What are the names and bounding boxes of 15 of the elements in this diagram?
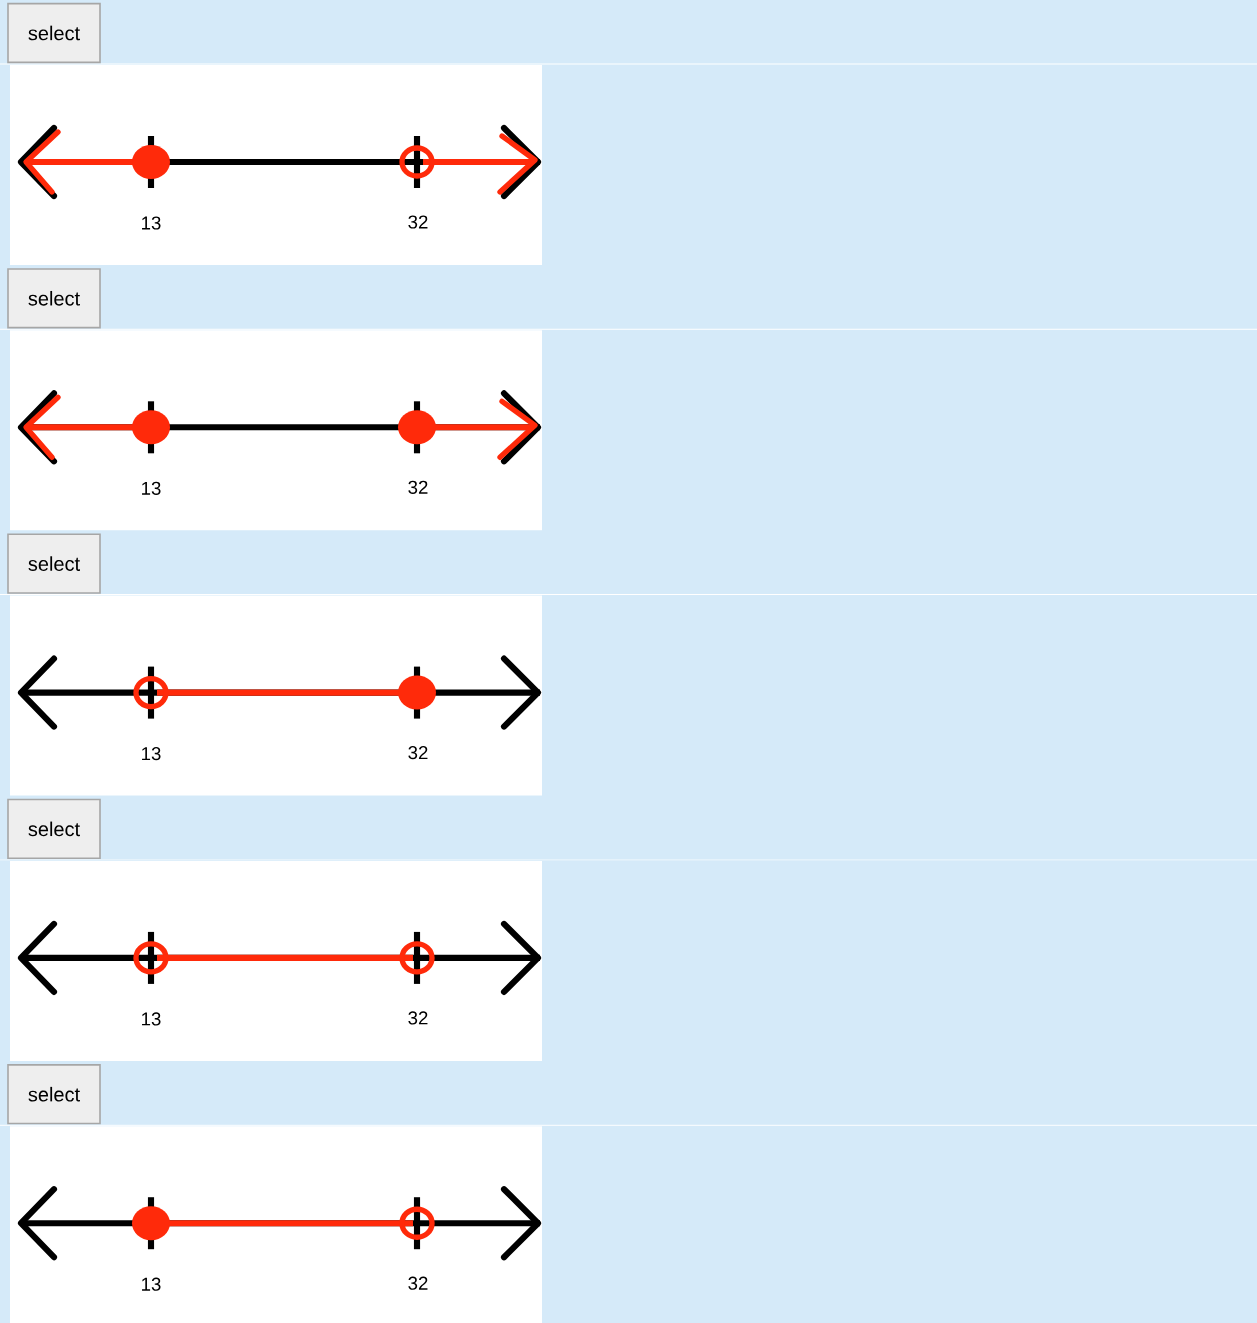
number-label: 13 [142, 747, 161, 761]
select-button: select [7, 2, 101, 64]
number-label: 32 [408, 1276, 428, 1290]
select-button: select [7, 1064, 101, 1125]
number-label: 32 [408, 746, 428, 760]
number-label: 13 [142, 1012, 161, 1026]
number-label: 32 [408, 1011, 428, 1025]
number-label: 32 [408, 215, 428, 229]
select-button: select [7, 533, 101, 594]
number-label: 32 [408, 480, 428, 494]
number-label: 13 [142, 216, 161, 230]
number-label: 13 [142, 481, 161, 495]
select-button: select [7, 798, 101, 860]
select-button: select [7, 268, 101, 329]
number-label: 13 [142, 1277, 161, 1291]
